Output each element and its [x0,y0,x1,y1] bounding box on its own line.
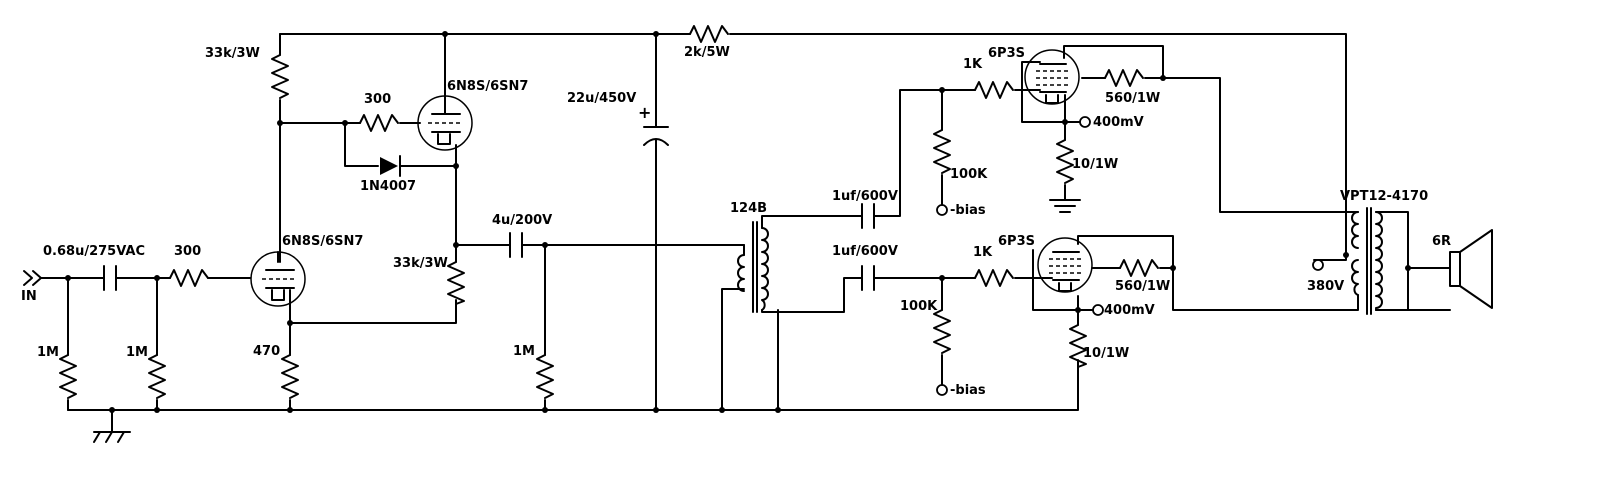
tube-v2 [417,95,473,151]
input-connector-icon [23,270,53,286]
label-r-gnd-2: 1M [126,345,148,360]
label-bias-bot: -bias [950,383,986,398]
label-v-bot: 6P3S [998,234,1035,249]
label-r-grid-top: 1K [963,57,983,72]
label-b-plus: 380V [1307,279,1344,294]
label-bias-top: -bias [950,203,986,218]
speaker-icon [1449,229,1493,309]
label-r-in-grid: 300 [174,244,201,259]
resistors [59,25,1159,399]
label-driver-xfmr: 124B [730,201,767,216]
label-r-screen-top: 560/1W [1105,91,1160,106]
label-r-dropping: 2k/5W [684,45,730,60]
label-in: IN [21,289,37,304]
label-speaker: 6R [1432,234,1451,249]
label-c-bot: 1uf/600V [832,244,898,259]
labels: IN 0.68u/275VAC 300 1M 1M 6N8S/6SN7 470 … [21,45,1451,398]
label-diode: 1N4007 [360,179,416,194]
label-c-filter: 22u/450V [567,91,636,106]
label-v1: 6N8S/6SN7 [282,234,363,249]
label-test-bot: 400mV [1104,303,1155,318]
label-r-bias-bot: 100K [900,299,938,314]
tube-bottom-6p3s [1037,237,1093,293]
label-r-plate-top: 33k/3W [205,46,260,61]
label-c-top: 1uf/600V [832,189,898,204]
tube-top-6p3s [1024,49,1080,105]
label-r-k-bot: 10/1W [1083,346,1129,361]
label-r-grid-2: 300 [364,92,391,107]
tube-v1 [250,251,306,307]
label-v2: 6N8S/6SN7 [447,79,528,94]
capacitors [103,126,875,291]
output-transformer-vpt12 [1351,207,1383,315]
label-r-plate-2: 33k/3W [393,256,448,271]
chassis-ground-icon [1049,199,1081,213]
label-r-bias-top: 100K [950,167,988,182]
label-c-coupling: 4u/200V [492,213,552,228]
terminals [936,116,1324,396]
label-r-screen-bot: 560/1W [1115,279,1170,294]
label-test-top: 400mV [1093,115,1144,130]
label-r-grid-bot: 1K [973,245,993,260]
ground-icon [93,409,131,443]
label-r-gnd-1: 1M [37,345,59,360]
label-c-in: 0.68u/275VAC [43,244,145,259]
junction-dots [65,31,1411,413]
label-r-gnd-3: 1M [513,344,535,359]
driver-transformer-124b [737,221,769,313]
diode-1n4007 [380,155,401,177]
label-r-cathode: 470 [253,344,280,359]
label-c-plus: + [638,103,651,122]
label-out-xfmr: VPT12-4170 [1340,189,1428,204]
label-r-k-top: 10/1W [1072,157,1118,172]
label-v-top: 6P3S [988,46,1025,61]
